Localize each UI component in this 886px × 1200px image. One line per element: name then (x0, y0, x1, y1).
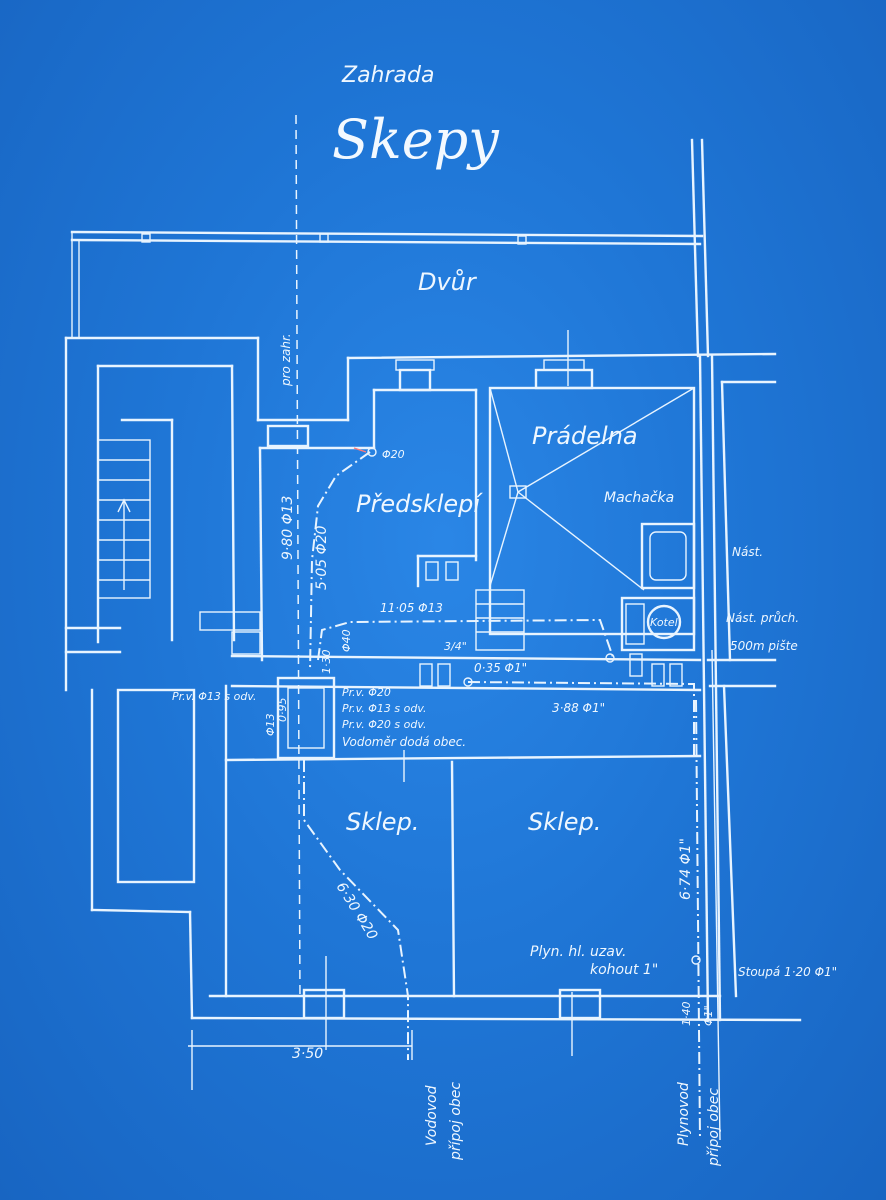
room-kotel-label: Kotel (650, 616, 678, 629)
vodovod-pripoj-label: přípoj obec (448, 1082, 464, 1161)
dim-140-label: 1·40 (680, 1002, 693, 1027)
prv13-label: Pr.v. Φ13 s odv. (342, 702, 426, 715)
dim-035-label: 0·35 Φ1" (474, 661, 527, 675)
plyn2-label: kohout 1" (590, 962, 658, 978)
dim-674-label: 6·74 Φ1" (678, 838, 694, 900)
pro-zahr-label: pro zahr. (279, 333, 293, 387)
room-pradelna-label: Prádelna (532, 422, 638, 450)
dim-095-label: 0·95 (276, 698, 289, 723)
plyn1-label: Plyn. hl. uzav. (530, 944, 626, 960)
dim-phi40-label: Φ40 (340, 629, 353, 652)
pipe-routes (295, 114, 721, 1141)
stoupa-label: Stoupá 1·20 Φ1" (738, 965, 837, 979)
title-zahrada: Zahrada (341, 63, 434, 88)
dim-505-label: 5·05 Φ20 (314, 525, 330, 590)
dim-980-label: 9·80 Φ13 (280, 496, 296, 560)
yard-outline (70, 138, 710, 358)
phi1-small-label: Φ1" (702, 1005, 715, 1026)
dim-34-label: 3/4" (444, 640, 467, 653)
nast-pruch-label: Nást. průch. (726, 611, 799, 625)
room-dvur-label: Dvůr (418, 268, 478, 296)
plynovod-pripoj-label: přípoj obec (706, 1088, 722, 1167)
vodomer-label: Vodoměr dodá obec. (342, 735, 466, 749)
dim-630-label: 6·30 Φ20 (333, 880, 381, 943)
dim-388-label: 3·88 Φ1" (552, 701, 605, 715)
phi13-small-label: Φ13 (264, 713, 277, 736)
room-machacka-label: Machačka (604, 490, 674, 506)
nast-label: Nást. (732, 545, 763, 559)
room-sklep-left-label: Sklep. (346, 808, 419, 836)
interior-walls (141, 233, 702, 1020)
plynovod-label: Plynovod (676, 1082, 692, 1146)
prv13-left-label: Pr.v. Φ13 s odv. (172, 690, 256, 703)
prv20-odv-label: Pr.v. Φ20 s odv. (342, 718, 426, 731)
prv20-label: Pr.v. Φ20 (342, 686, 391, 699)
room-predsklepi-label: Předsklepí (356, 490, 483, 518)
phi20-top-label: Φ20 (382, 448, 405, 461)
room-sklep-right-label: Sklep. (528, 808, 601, 836)
dim-130-label: 1·30 (320, 650, 333, 675)
vodovod-label: Vodovod (424, 1085, 440, 1146)
dim-1105-label: 11·05 Φ13 (380, 601, 443, 615)
title-skepy: Skepy (332, 108, 500, 171)
500m-piste-label: 500m pište (730, 639, 798, 653)
dim-350-label: 3·50 (292, 1046, 323, 1062)
dimension-350 (188, 1030, 413, 1090)
outer-walls (64, 336, 802, 1022)
